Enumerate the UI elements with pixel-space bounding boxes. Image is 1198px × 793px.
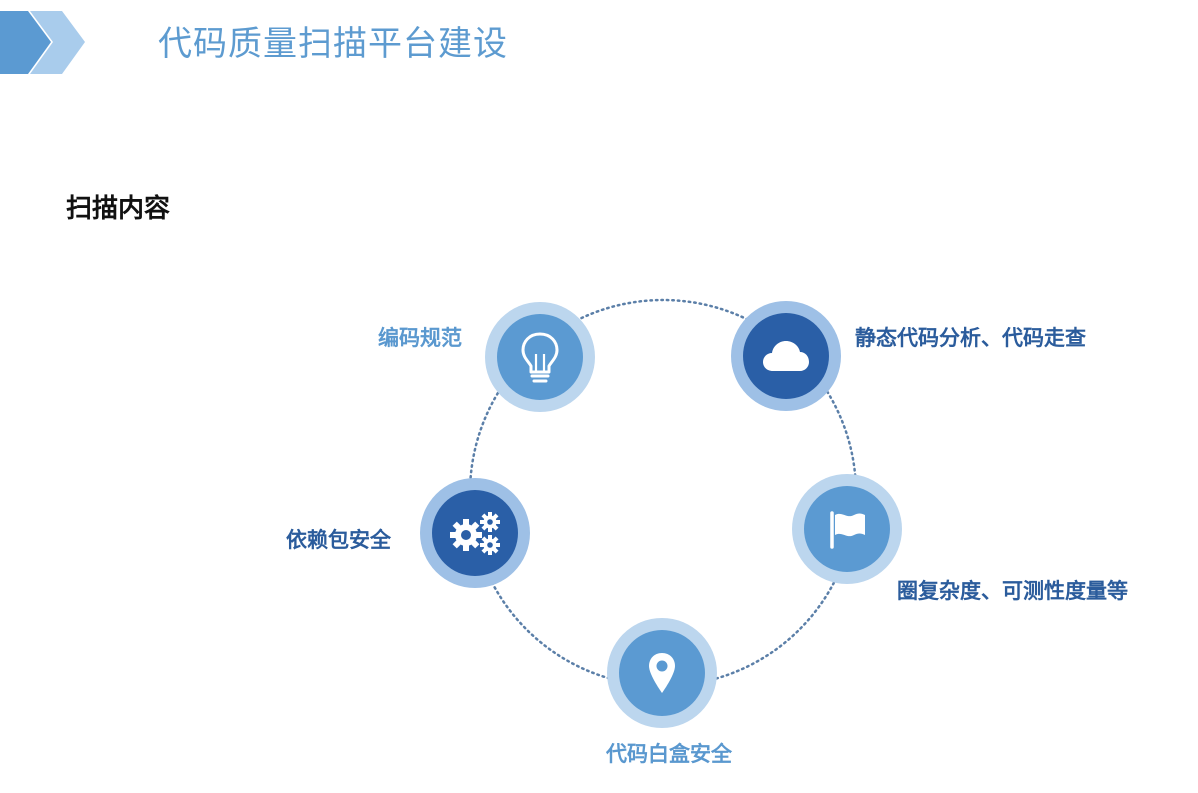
cycle-label-coding-standard: 编码规范 bbox=[378, 326, 462, 350]
flag-icon bbox=[830, 511, 865, 549]
section-subtitle: 扫描内容 bbox=[66, 194, 171, 224]
cycle-label-complexity: 圈复杂度、可测性度量等 bbox=[897, 579, 1128, 603]
cycle-node-coding-standard bbox=[485, 302, 595, 412]
cycle-node-complexity bbox=[792, 474, 902, 584]
cycle-node-whitebox-security bbox=[607, 618, 717, 728]
cloud-icon bbox=[763, 341, 809, 371]
cycle-label-dependency-security: 依赖包安全 bbox=[286, 528, 391, 552]
gears-icon bbox=[450, 512, 500, 555]
cycle-label-static-analysis: 静态代码分析、代码走查 bbox=[855, 326, 1086, 350]
lightbulb-icon bbox=[521, 332, 559, 383]
page-title: 代码质量扫描平台建设 bbox=[158, 24, 508, 64]
location-pin-icon bbox=[649, 653, 675, 693]
cycle-node-dependency-security bbox=[420, 478, 530, 588]
cycle-node-static-analysis bbox=[731, 301, 841, 411]
cycle-label-whitebox-security: 代码白盒安全 bbox=[606, 742, 732, 766]
header-chevron-icon bbox=[0, 11, 85, 74]
